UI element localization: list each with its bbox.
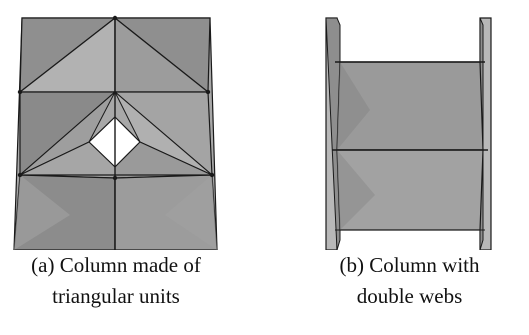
figure-a-panel: (a) Column made of triangular units <box>0 0 232 335</box>
double-web-column-illustration <box>325 17 492 250</box>
figure-b-caption-line2: double webs <box>356 284 463 308</box>
figure-b-panel: (b) Column with double webs <box>290 0 529 335</box>
figure-b-caption: (b) Column with double webs <box>290 250 529 312</box>
triangular-unit-column-illustration <box>13 15 218 250</box>
figure-b-caption-line1: (b) Column with <box>339 253 480 277</box>
figure-a-caption-line2: triangular units <box>52 284 180 308</box>
figure-a-caption-line1: (a) Column made of <box>31 253 201 277</box>
figure-a-caption: (a) Column made of triangular units <box>0 250 232 312</box>
